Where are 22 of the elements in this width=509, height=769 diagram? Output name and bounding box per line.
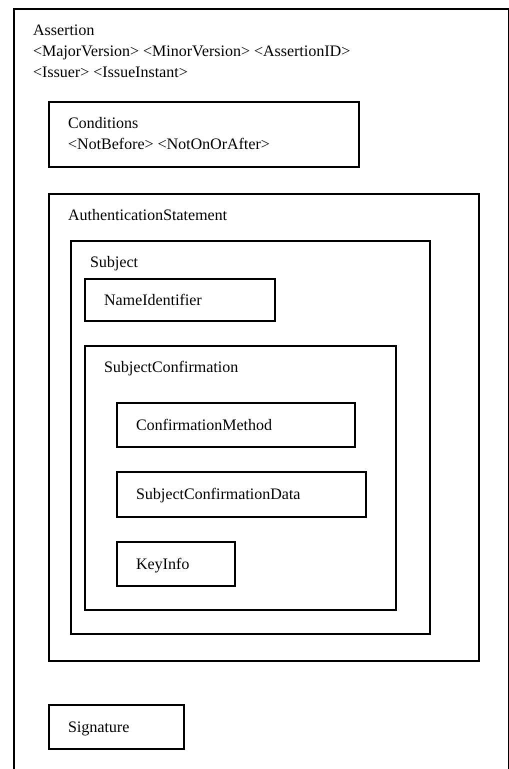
element-name: Subject (90, 253, 138, 273)
element-name: Assertion (33, 21, 94, 41)
element-box (70, 240, 431, 635)
element-name: KeyInfo (136, 554, 190, 574)
element-name: ConfirmationMethod (136, 416, 272, 436)
element-box (116, 402, 356, 448)
element-box (48, 193, 480, 662)
element-name: AuthenticationStatement (68, 206, 228, 226)
element-name: Signature (68, 718, 130, 738)
element-name: Conditions (68, 114, 138, 134)
element-box (13, 8, 509, 769)
element-name: SubjectConfirmation (104, 358, 238, 378)
element-box (48, 704, 185, 750)
attribute-list: <NotBefore> <NotOnOrAfter> (68, 134, 270, 155)
element-box (48, 101, 360, 168)
attribute-list: <MajorVersion> <MinorVersion> <AssertionID> <Issuer> <IssueInstant> (33, 41, 393, 83)
element-name: SubjectConfirmationData (136, 485, 300, 505)
element-box (84, 345, 397, 611)
element-box (116, 541, 236, 587)
element-box (116, 471, 367, 518)
element-box (84, 278, 276, 322)
element-name: NameIdentifier (104, 290, 202, 310)
